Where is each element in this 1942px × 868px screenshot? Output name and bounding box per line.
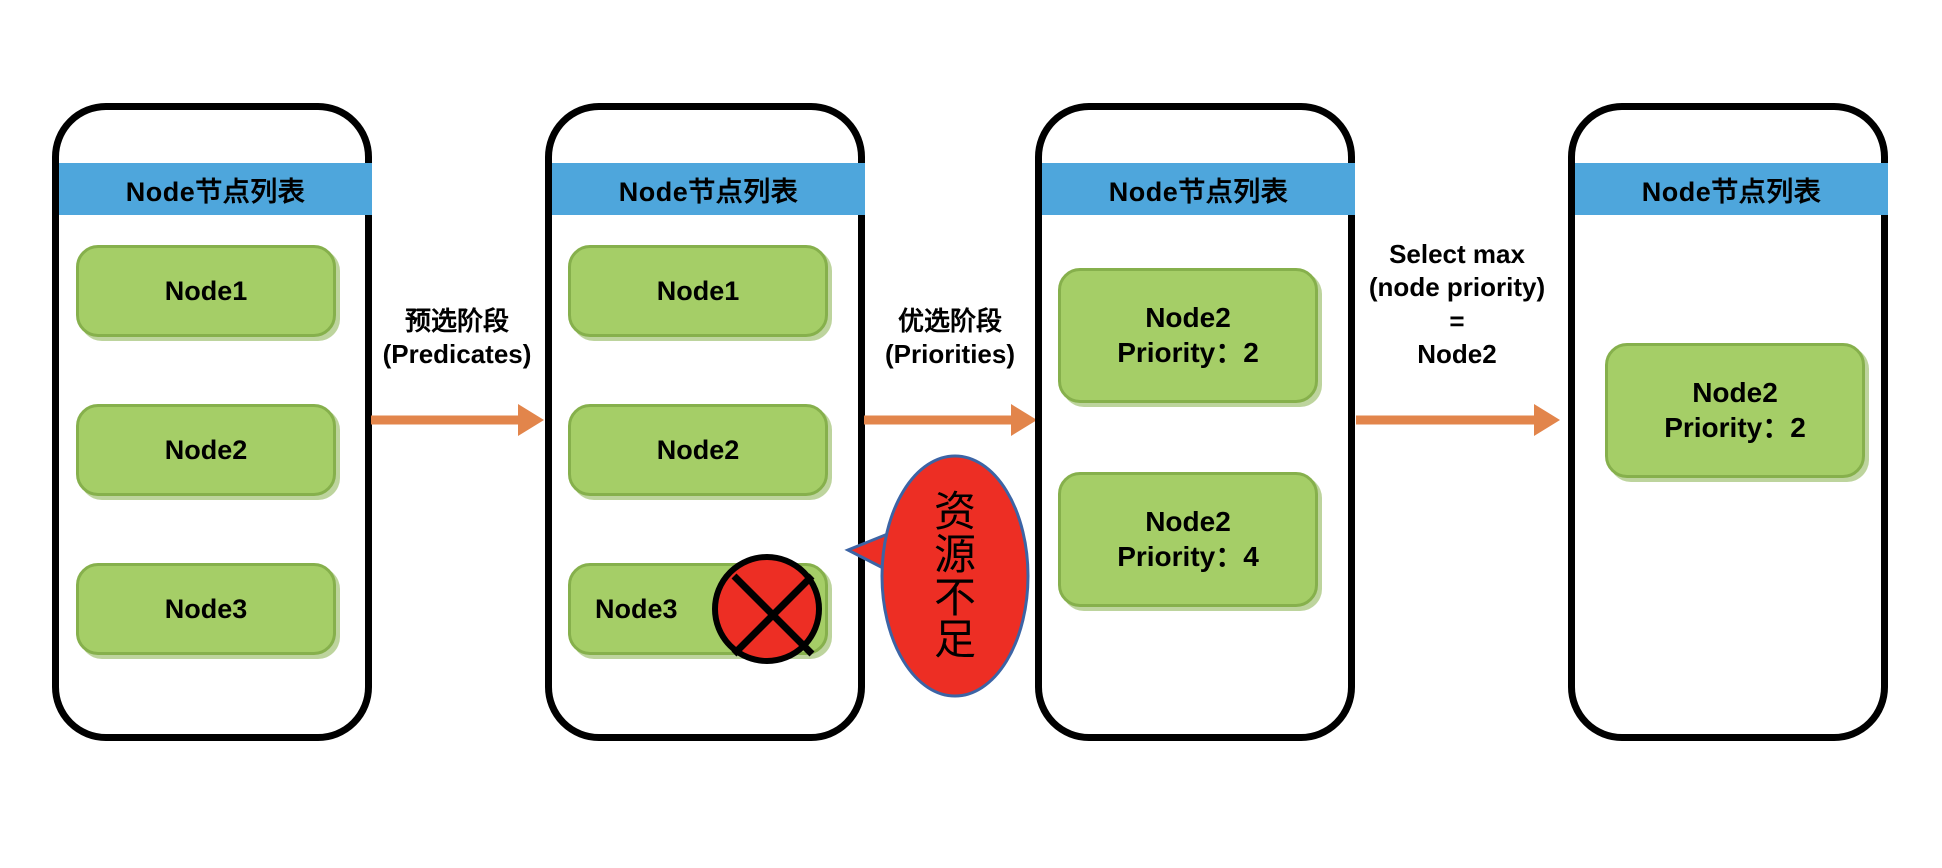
panel-3-header: Node节点列表 — [1042, 163, 1355, 215]
panel-1-header: Node节点列表 — [59, 163, 372, 215]
arrow-predicates — [371, 404, 544, 436]
arrow-select-max-label: Select max (node priority) = Node2 — [1352, 238, 1562, 371]
arrow-head-icon — [1011, 404, 1037, 436]
arrow-head-icon — [518, 404, 544, 436]
node-card-line: Node2 — [164, 434, 248, 465]
arrow-priorities-label: 优选阶段 (Priorities) — [862, 305, 1038, 372]
circle-x-icon — [712, 554, 822, 664]
arrow-head-icon — [1534, 404, 1560, 436]
node-card[interactable]: Node3 — [76, 563, 336, 655]
node-card-line: Node1 — [164, 275, 248, 306]
node-card[interactable]: Node2 Priority：2 — [1605, 343, 1865, 478]
arrow-shaft — [371, 415, 520, 425]
panel-2-header: Node节点列表 — [552, 163, 865, 215]
arrow-label-line: (Priorities) — [884, 339, 1016, 370]
node-card-line: Node2 — [656, 434, 740, 465]
node-card[interactable]: Node2 — [76, 404, 336, 496]
arrow-label-line: (node priority) — [1368, 272, 1546, 303]
node-card[interactable]: Node2 Priority：4 — [1058, 472, 1318, 607]
node-card-line: Priority：2 — [1664, 411, 1806, 443]
node-card-line: Node1 — [656, 275, 740, 306]
node-card-line: Priority：2 — [1117, 336, 1259, 368]
arrow-shaft — [1356, 415, 1536, 425]
arrow-select-max — [1356, 404, 1561, 436]
node-card[interactable]: Node2 — [568, 404, 828, 496]
node-card-line: Node3 — [164, 593, 248, 624]
arrow-predicates-label: 预选阶段 (Predicates) — [369, 305, 545, 372]
node-card-line: Node3 — [595, 593, 678, 624]
node-card-line: Node2 — [1692, 377, 1778, 409]
node-card-line: Node2 — [1145, 506, 1231, 538]
arrow-label-line: = — [1449, 305, 1465, 336]
panel-4-header: Node节点列表 — [1575, 163, 1888, 215]
node-card[interactable]: Node1 — [76, 245, 336, 337]
arrow-priorities — [864, 404, 1037, 436]
arrow-label-line: Select max — [1389, 239, 1525, 269]
node-card[interactable]: Node1 — [568, 245, 828, 337]
node-card-line: Node2 — [1145, 302, 1231, 334]
arrow-label-line: 优选阶段 — [897, 306, 1002, 336]
arrow-label-line: (Predicates) — [382, 339, 532, 370]
arrow-label-line: 预选阶段 — [404, 306, 509, 336]
arrow-shaft — [864, 415, 1013, 425]
callout-insufficient-resources: 资 源 不 足 — [844, 454, 1030, 698]
arrow-label-line: Node2 — [1417, 338, 1497, 369]
node-card[interactable]: Node2 Priority：2 — [1058, 268, 1318, 403]
node-card-line: Priority：4 — [1117, 540, 1259, 572]
